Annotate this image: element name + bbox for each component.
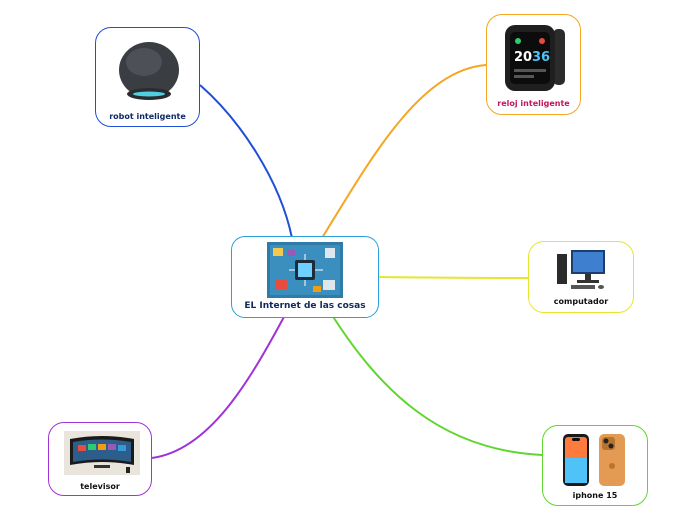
iphone-image [563,434,625,486]
node-televisor-label: televisor [80,482,120,491]
center-node[interactable]: EL Internet de las cosas [231,236,379,318]
link-iphone [331,314,543,456]
node-robot[interactable]: robot inteligente [95,27,200,127]
node-reloj[interactable]: 20 36 reloj inteligente [486,14,581,115]
smartwatch-image: 20 36 [505,25,565,91]
node-computador-label: computador [553,297,609,306]
desktop-computer-image [557,250,605,289]
node-computador[interactable]: computador [528,241,634,313]
link-robot [199,84,293,239]
node-robot-label: robot inteligente [109,112,186,121]
node-reloj-label: reloj inteligente [497,99,570,108]
smart-speaker-image [119,42,179,100]
iot-illustration [267,242,343,298]
link-computador [377,276,529,279]
center-label: EL Internet de las cosas [244,301,366,311]
link-reloj [321,64,487,239]
watch-minute: 36 [532,50,550,65]
node-iphone-label: iphone 15 [572,491,618,500]
node-iphone[interactable]: iphone 15 [542,425,648,506]
television-image [64,431,140,475]
watch-hour: 20 [514,50,532,65]
node-televisor[interactable]: televisor [48,422,152,496]
link-televisor [151,314,286,459]
